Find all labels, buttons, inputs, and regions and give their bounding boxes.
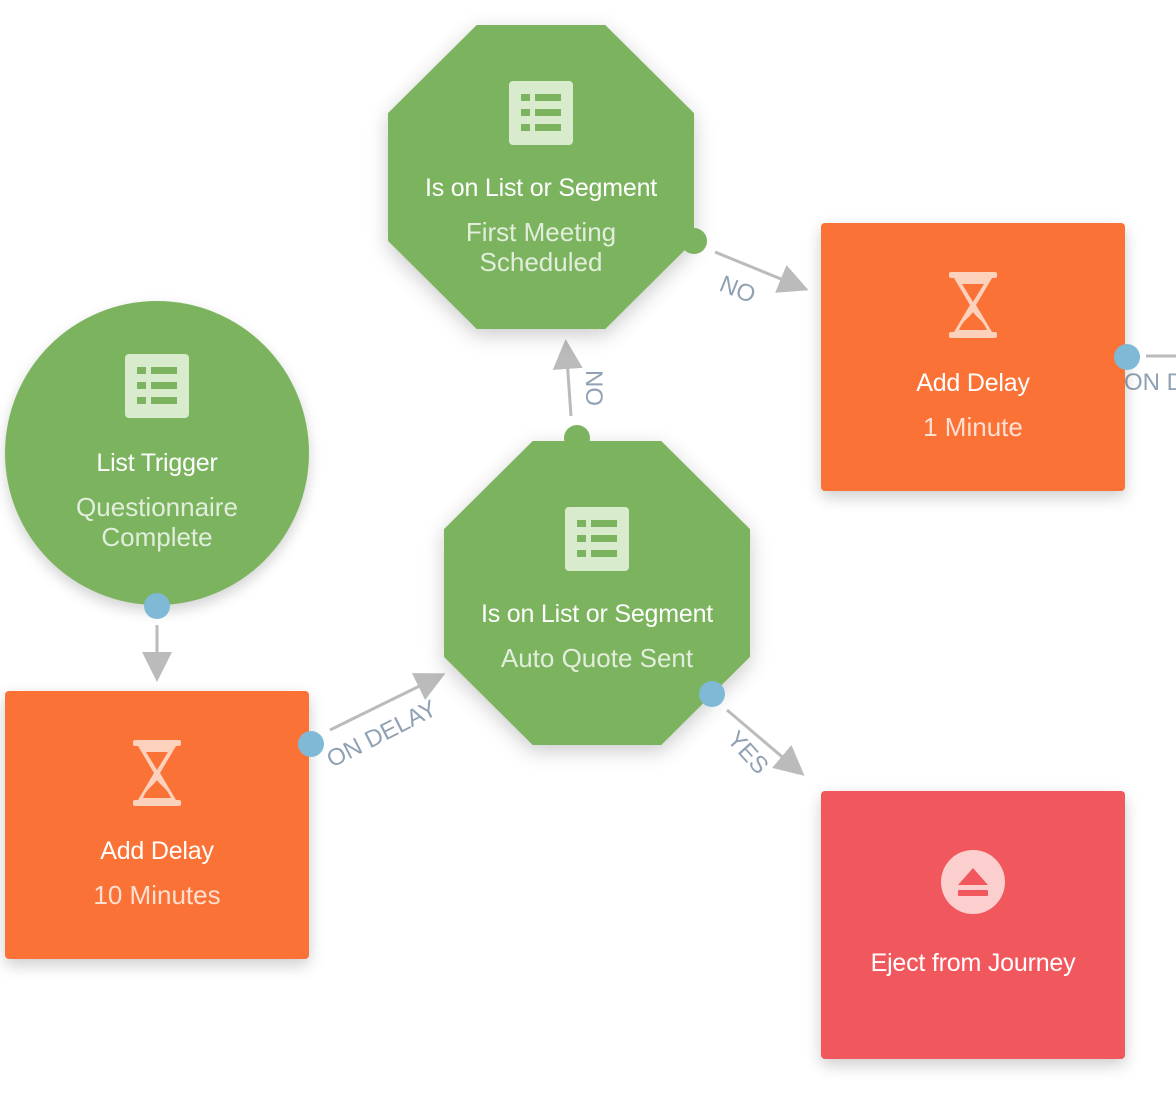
node-title: List Trigger (96, 449, 218, 477)
node-title: Eject from Journey (870, 949, 1076, 977)
list-icon (509, 81, 573, 145)
node-title: Is on List or Segment (424, 174, 658, 202)
node-subtitle: 10 Minutes (93, 880, 221, 910)
node-subtitle: 1 Minute (923, 412, 1023, 442)
edge-first-meeting-no[interactable] (714, 250, 809, 293)
eject-icon (941, 850, 1005, 914)
delay-10-minutes-node[interactable]: Add Delay 10 Minutes (5, 691, 309, 959)
hourglass-icon (948, 272, 997, 338)
list-icon (124, 354, 189, 418)
edge-label-auto-quote-no: NO (580, 370, 607, 406)
node-subtitle: Auto Quote Sent (500, 643, 694, 673)
hourglass-icon (133, 740, 181, 806)
eject-node[interactable]: Eject from Journey (821, 791, 1125, 1059)
segment-first-meeting-node[interactable]: Is on List or Segment First Meeting Sche… (388, 25, 694, 329)
node-title: Is on List or Segment (480, 600, 714, 628)
node-subtitle: Questionnaire Complete (76, 492, 238, 552)
edge-label-offscreen-on-delay: ON D (1124, 369, 1176, 396)
list-trigger-node[interactable]: List Trigger Questionnaire Complete (5, 301, 309, 605)
edge-auto-quote-yes[interactable] (726, 708, 805, 776)
edge-label-first-meeting-no: NO (716, 271, 759, 310)
list-icon (565, 507, 629, 571)
node-title: Add Delay (916, 369, 1030, 397)
node-subtitle: First Meeting Scheduled (465, 217, 617, 277)
edge-delay-to-auto-quote[interactable] (329, 673, 446, 732)
segment-auto-quote-node[interactable]: Is on List or Segment Auto Quote Sent (444, 441, 750, 745)
delay-1-minute-node[interactable]: Add Delay 1 Minute (821, 223, 1125, 491)
node-title: Add Delay (100, 837, 214, 865)
edge-auto-quote-no[interactable] (552, 339, 583, 417)
edge-label-on-delay: ON DELAY (322, 695, 441, 773)
